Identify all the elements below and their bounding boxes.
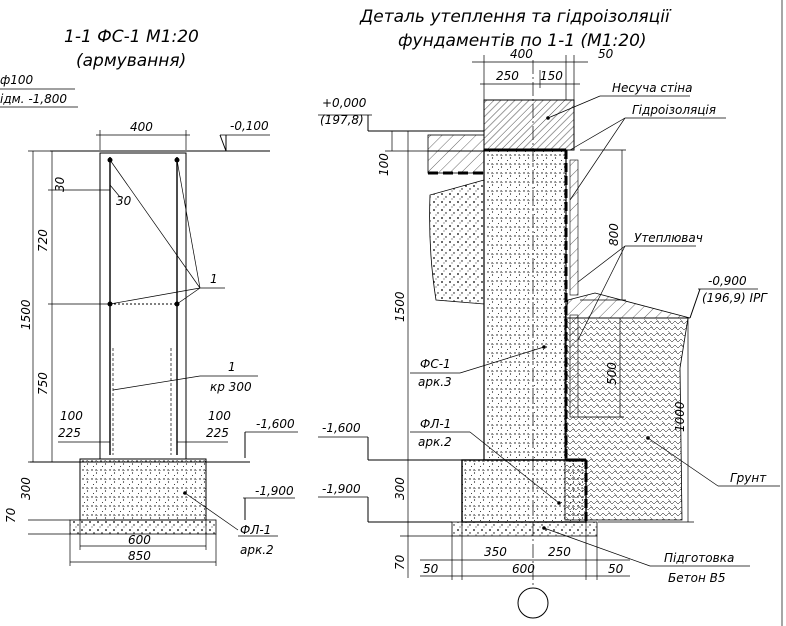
left-dim-225l: 225 — [58, 426, 81, 440]
right-dim-50r: 50 — [608, 562, 624, 576]
left-callout-kr: кр 300 — [210, 380, 252, 394]
left-dim-30b: 30 — [116, 194, 132, 208]
right-label-insul: Утеплювач — [634, 231, 703, 245]
left-dim-600: 600 — [128, 533, 151, 547]
left-callout-1b: 1 — [228, 360, 236, 374]
right-label-soil: Грунт — [730, 471, 767, 485]
right-dim-50l: 50 — [423, 562, 439, 576]
left-fl-sheet: арк.2 — [240, 543, 274, 557]
left-subtitle: (армування) — [76, 51, 186, 71]
left-prep-layer — [69, 519, 217, 535]
left-dim-70: 70 — [4, 507, 18, 523]
left-callout-1a: 1 — [210, 272, 218, 286]
right-dim-50top: 50 — [598, 47, 614, 61]
left-level-top: -0,100 — [230, 119, 269, 133]
right-footing — [461, 459, 587, 523]
left-dim-100r: 100 — [208, 409, 231, 423]
left-level-bot: -1,900 — [255, 484, 294, 498]
right-dim-100: 100 — [377, 153, 391, 176]
left-title: 1-1 ФС-1 М1:20 — [64, 27, 199, 47]
right-title-line1: Деталь утеплення та гідроізоляції — [359, 7, 672, 27]
right-prep-layer — [451, 521, 598, 537]
right-dim-150: 150 — [540, 69, 563, 83]
right-bearing-wall — [483, 99, 575, 151]
right-level-bot: -1,900 — [322, 482, 361, 496]
left-dim-100l: 100 — [60, 409, 83, 423]
left-dim-300: 300 — [19, 477, 33, 500]
right-dim-500: 500 — [605, 362, 619, 385]
right-dim-800: 800 — [607, 223, 621, 246]
right-backfill — [429, 179, 485, 305]
right-dim-600: 600 — [512, 562, 535, 576]
right-dim-300: 300 — [393, 477, 407, 500]
right-dim-1000: 1000 — [673, 401, 687, 432]
left-footing — [79, 458, 207, 521]
right-dim-70: 70 — [393, 554, 407, 570]
right-dim-250: 250 — [496, 69, 519, 83]
left-note-top1: ф100 — [0, 73, 34, 87]
right-level-zero: +0,000 — [322, 96, 367, 110]
right-fs-sheet: арк.3 — [418, 375, 452, 389]
right-dim-350: 350 — [484, 545, 507, 559]
right-insulation-bottom — [569, 314, 579, 418]
left-dim-720: 720 — [36, 229, 50, 252]
left-fl-label: ФЛ-1 — [240, 523, 271, 537]
right-dim-1500: 1500 — [393, 291, 407, 322]
right-detail-drawing: Деталь утеплення та гідроізоляції фундам… — [318, 0, 783, 626]
right-fs-wall — [483, 149, 567, 461]
right-fs-label: ФС-1 — [420, 357, 451, 371]
left-dim-850: 850 — [128, 549, 151, 563]
right-level-ground-abs: (196,9) IРГ — [702, 291, 768, 305]
left-dim-30a: 30 — [53, 176, 67, 192]
right-insulation-top — [569, 159, 579, 296]
right-fl-label: ФЛ-1 — [420, 417, 451, 431]
right-fl-sheet: арк.2 — [418, 435, 452, 449]
right-level-mid: -1,600 — [322, 421, 361, 435]
right-label-wall: Несуча стіна — [612, 81, 692, 95]
left-dim-750: 750 — [36, 372, 50, 395]
right-label-prep2: Бетон В5 — [668, 571, 725, 585]
right-dim-400: 400 — [510, 47, 533, 61]
left-note-top2: ідм. -1,800 — [0, 92, 67, 106]
right-dim-250b: 250 — [548, 545, 571, 559]
right-level-ground: -0,900 — [708, 274, 747, 288]
left-dim-225r: 225 — [206, 426, 229, 440]
left-section-drawing: 1-1 ФС-1 М1:20 (армування) ф100 ідм. -1,… — [0, 27, 298, 566]
right-label-prep1: Підготовка — [664, 551, 734, 565]
left-dim-1500: 1500 — [19, 299, 33, 330]
right-title-line2: фундаментів по 1-1 (М1:20) — [398, 31, 647, 51]
left-level-mid: -1,600 — [256, 417, 295, 431]
right-level-zero-abs: (197,8) — [320, 113, 364, 127]
right-label-hydro: Гідроізоляція — [632, 103, 716, 117]
right-axis-marker — [517, 587, 549, 619]
left-dim-400: 400 — [130, 120, 153, 134]
